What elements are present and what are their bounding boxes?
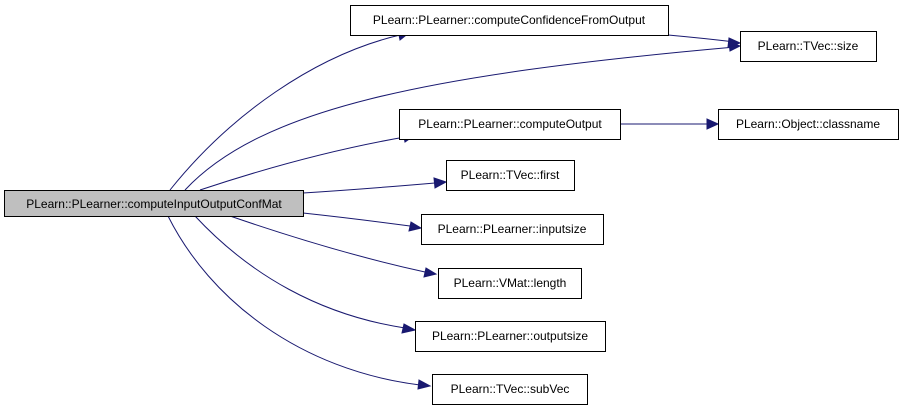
edge-root-to-inputsize-arrowhead xyxy=(408,221,423,232)
node-compute-confidence-from-output-label: PLearn::PLearner::computeConfidenceFromO… xyxy=(373,13,646,27)
node-inputsize-label: PLearn::PLearner::inputsize xyxy=(438,222,587,236)
node-tvec-first-label: PLearn::TVec::first xyxy=(461,168,560,182)
edge-root-to-outputsize-arrowhead xyxy=(401,323,417,334)
node-outputsize[interactable]: PLearn::PLearner::outputsize xyxy=(415,321,606,352)
edge-root-to-subVec-arrowhead xyxy=(417,379,432,390)
edge-root-to-inputsize xyxy=(302,212,411,227)
edge-root-to-confidence xyxy=(169,34,401,191)
edge-confidence-to-size-arrowhead xyxy=(727,37,742,48)
edge-root-to-outputsize xyxy=(194,215,406,329)
node-object-classname[interactable]: PLearn::Object::classname xyxy=(718,109,899,140)
node-outputsize-label: PLearn::PLearner::outputsize xyxy=(432,329,588,343)
node-compute-confidence-from-output[interactable]: PLearn::PLearner::computeConfidenceFromO… xyxy=(350,5,669,36)
node-tvec-subvec[interactable]: PLearn::TVec::subVec xyxy=(432,374,588,405)
node-inputsize[interactable]: PLearn::PLearner::inputsize xyxy=(421,214,604,245)
edge-root-to-first xyxy=(302,182,436,194)
edge-root-to-subVec xyxy=(167,215,421,386)
node-compute-output[interactable]: PLearn::PLearner::computeOutput xyxy=(399,109,621,140)
edge-computeOutput-to-classname-arrowhead xyxy=(706,118,720,130)
edge-root-to-size xyxy=(184,46,736,191)
node-tvec-size[interactable]: PLearn::TVec::size xyxy=(740,31,877,62)
node-root[interactable]: PLearn::PLearner::computeInputOutputConf… xyxy=(4,190,304,217)
edge-root-to-first-arrowhead xyxy=(433,177,448,189)
node-object-classname-label: PLearn::Object::classname xyxy=(736,117,880,131)
edge-root-to-computeOutput xyxy=(199,136,406,191)
node-tvec-first[interactable]: PLearn::TVec::first xyxy=(446,160,575,191)
node-compute-output-label: PLearn::PLearner::computeOutput xyxy=(418,117,602,131)
node-tvec-subvec-label: PLearn::TVec::subVec xyxy=(451,382,570,396)
edge-confidence-to-size xyxy=(667,34,736,43)
edge-root-to-length xyxy=(229,215,426,273)
node-tvec-size-label: PLearn::TVec::size xyxy=(758,39,859,53)
node-root-label: PLearn::PLearner::computeInputOutputConf… xyxy=(26,197,282,211)
node-vmat-length-label: PLearn::VMat::length xyxy=(454,276,567,290)
edge-root-to-length-arrowhead xyxy=(423,267,438,278)
node-vmat-length[interactable]: PLearn::VMat::length xyxy=(438,268,582,299)
